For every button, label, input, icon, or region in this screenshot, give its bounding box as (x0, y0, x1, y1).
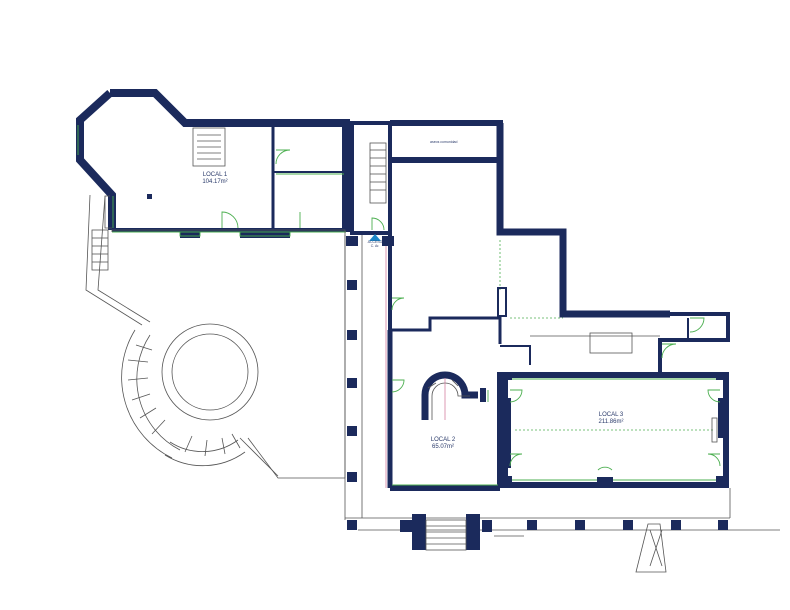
room-name: LOCAL 3 (598, 412, 624, 418)
terrace (85, 194, 346, 479)
room-label-local-3: LOCAL 3 211.86m² (586, 412, 636, 426)
room-label-local-1: LOCAL 1 104.17m² (190, 172, 240, 186)
right-small-rooms (658, 312, 730, 372)
room-name: LOCAL 2 (430, 437, 456, 443)
colonnade (344, 235, 394, 530)
local-1-walls (76, 89, 350, 238)
local-3-walls (502, 372, 729, 488)
room-name: LOCAL 1 (202, 172, 228, 178)
room-area: 104.17m² (202, 179, 228, 185)
room-label-local-2: LOCAL 2 65.07m² (418, 437, 468, 451)
entrance-stair (350, 121, 392, 241)
central-block (388, 123, 670, 375)
entrance-line-1: ACCESO (367, 240, 383, 244)
room-area: 65.07m² (431, 444, 454, 450)
front-porch (345, 488, 780, 573)
small-room-label: aseos comunidad (430, 140, 458, 144)
entrance-marker-icon (369, 234, 381, 241)
entrance-line-2: C. Ar. (370, 244, 380, 248)
local-2-walls (387, 297, 503, 491)
room-area: 211.86m² (598, 419, 624, 425)
entrance-label: ACCESO C. Ar. (362, 240, 388, 248)
